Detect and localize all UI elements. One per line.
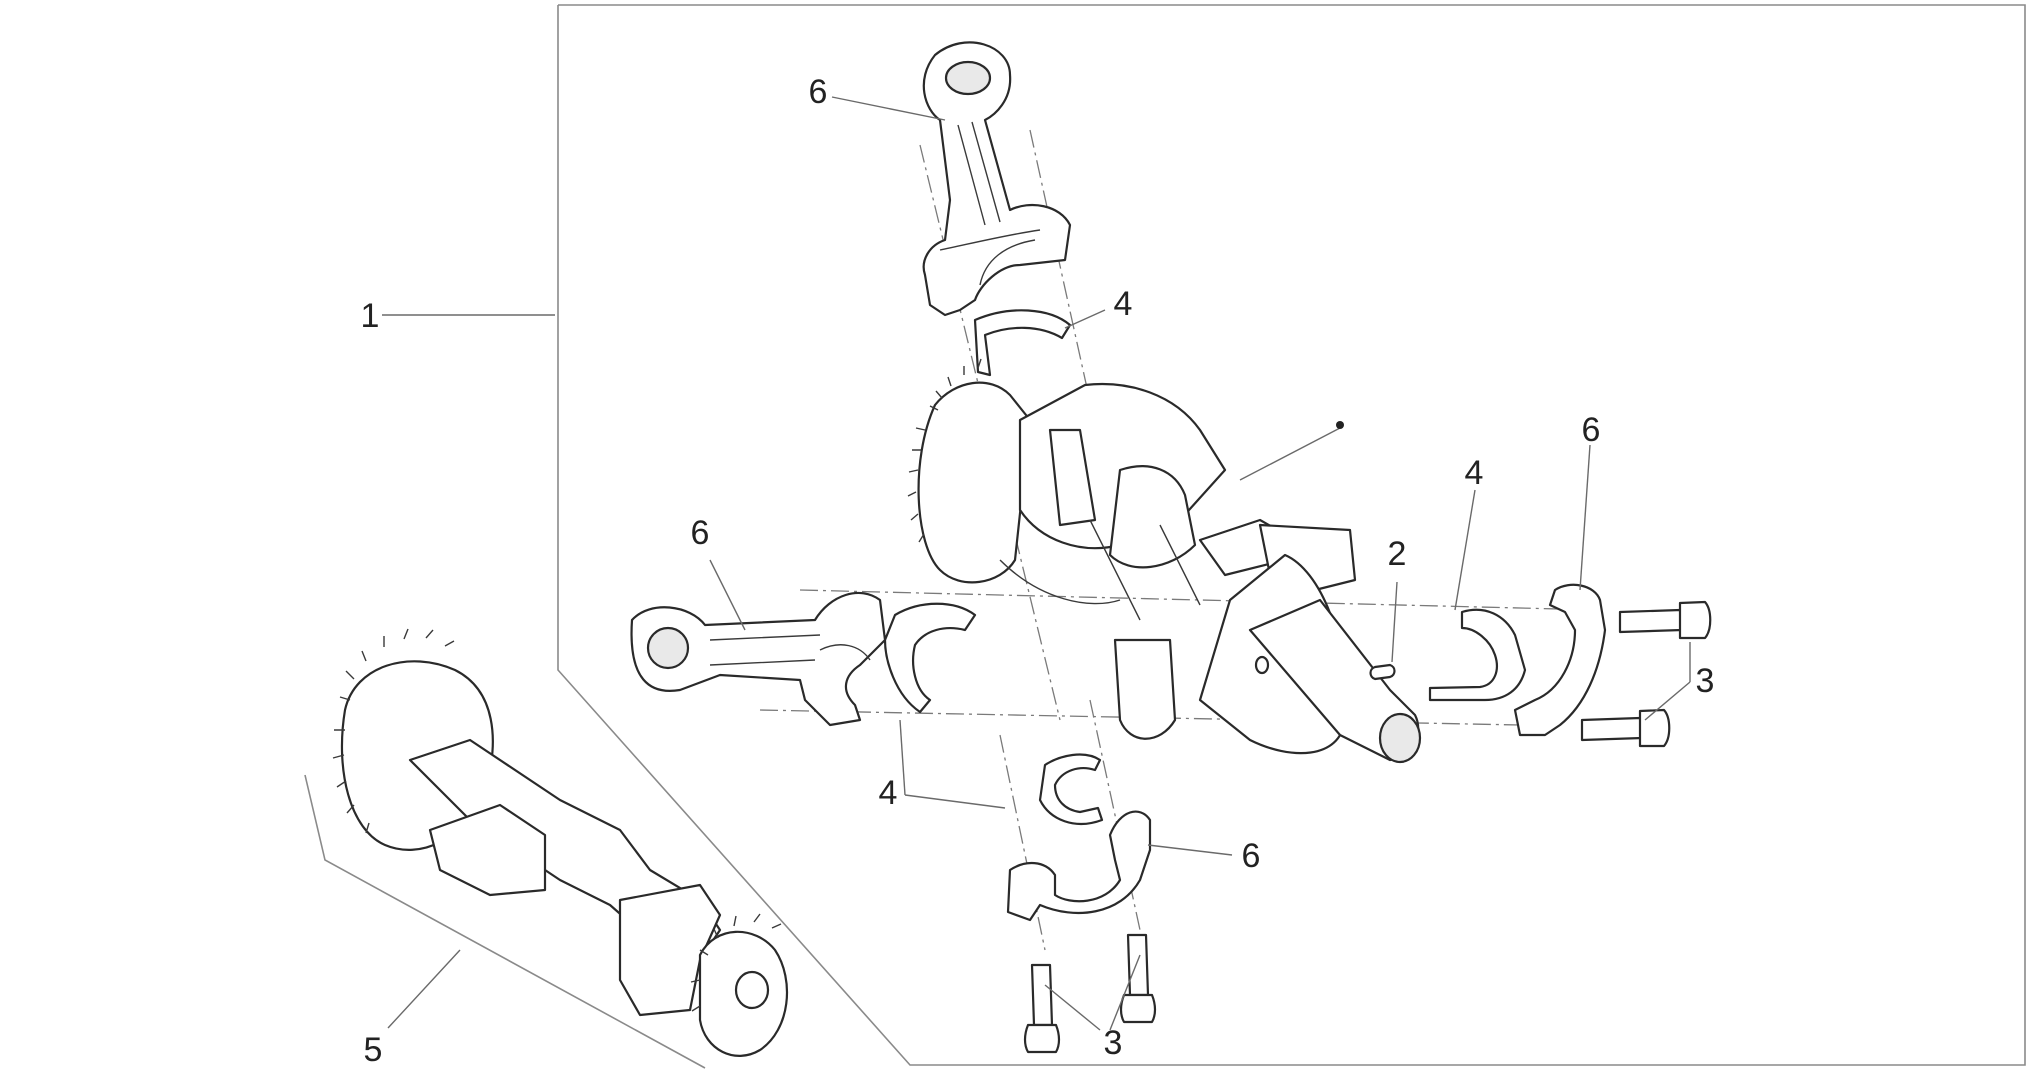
callout-4-right: 4 — [1465, 454, 1484, 492]
rod-cap-right — [1513, 583, 1607, 737]
assembly-1-frame — [557, 4, 2026, 1066]
bearing-shell-right — [1428, 608, 1527, 702]
bearing-shell-bottom — [1038, 753, 1104, 825]
bearing-shell-left — [883, 602, 977, 714]
callout-6-left: 6 — [691, 514, 710, 552]
rod-cap-bottom — [1006, 810, 1152, 922]
callout-1: 1 — [361, 297, 380, 335]
callout-4-top: 4 — [1114, 285, 1133, 323]
callout-6-top: 6 — [809, 73, 828, 111]
callout-5: 5 — [364, 1031, 383, 1069]
callout-leaders — [382, 96, 1691, 1031]
crankshaft — [907, 358, 1422, 764]
callout-6-bottom: 6 — [1242, 837, 1261, 875]
rod-bolts — [1023, 600, 1712, 1054]
assembly-5-bracket — [304, 774, 706, 1069]
callout-2: 2 — [1388, 535, 1407, 573]
callout-6-right: 6 — [1582, 411, 1601, 449]
shaft-key — [1369, 663, 1396, 681]
connecting-rod-top — [922, 41, 1072, 317]
bearing-shell-top — [973, 309, 1072, 377]
callout-3-bottom: 3 — [1104, 1024, 1123, 1062]
balance-shaft — [332, 628, 789, 1057]
connecting-rod-left — [630, 591, 887, 727]
callout-3-right: 3 — [1696, 662, 1715, 700]
callout-labels: 1 6 4 6 4 2 6 3 4 6 5 3 — [361, 73, 1715, 1069]
callout-4-bottom: 4 — [879, 774, 898, 812]
